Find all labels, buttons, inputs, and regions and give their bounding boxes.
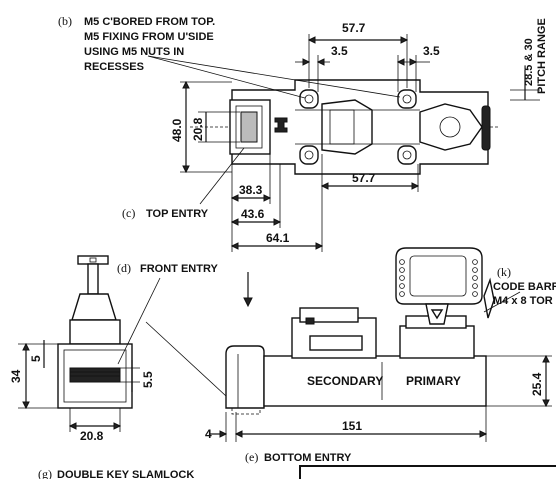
top-view bbox=[147, 34, 540, 252]
dim-top-width: 57.7 bbox=[342, 21, 366, 35]
label-b-line-2: M5 FIXING FROM U'SIDE bbox=[84, 31, 214, 43]
label-k-line-1: CODE BARRE bbox=[493, 281, 556, 293]
pitch-range-line-2: PITCH RANGE bbox=[536, 18, 548, 94]
side-view bbox=[210, 247, 552, 442]
front-view bbox=[18, 255, 227, 432]
label-e-marker: (e) bbox=[245, 450, 258, 464]
dim-38-3: 38.3 bbox=[239, 183, 263, 197]
label-g-text: DOUBLE KEY SLAMLOCK bbox=[57, 469, 194, 479]
dim-side-25-4: 25.4 bbox=[530, 372, 544, 396]
dim-64-1: 64.1 bbox=[266, 231, 290, 245]
dim-front-5-5: 5.5 bbox=[141, 371, 155, 388]
dim-height-48: 48.0 bbox=[170, 118, 184, 142]
dim-top-left-gap: 3.5 bbox=[331, 44, 348, 58]
label-b-marker: (b) bbox=[58, 14, 72, 28]
dim-top-right-gap: 3.5 bbox=[423, 44, 440, 58]
label-b-line-1: M5 C'BORED FROM TOP. bbox=[84, 16, 215, 28]
label-b-line-3: USING M5 NUTS IN bbox=[84, 46, 184, 58]
dim-43-6: 43.6 bbox=[241, 207, 265, 221]
dim-front-20-8: 20.8 bbox=[80, 429, 104, 443]
label-e-text: BOTTOM ENTRY bbox=[264, 452, 352, 464]
label-d-text: FRONT ENTRY bbox=[140, 263, 218, 275]
label-b-line-4: RECESSES bbox=[84, 61, 144, 73]
pitch-range-line-1: 28.5 & 30 bbox=[523, 38, 535, 86]
label-g-marker: (g) bbox=[38, 467, 52, 479]
dim-57-7-lower: 57.7 bbox=[352, 171, 376, 185]
label-c-text: TOP ENTRY bbox=[146, 208, 209, 220]
label-k-line-2: M4 x 8 TOR bbox=[493, 295, 553, 307]
block-label-secondary: SECONDARY bbox=[307, 374, 383, 388]
dim-side-151: 151 bbox=[342, 419, 362, 433]
dim-side-4: 4 bbox=[205, 427, 212, 441]
title-block-frame bbox=[299, 465, 556, 479]
dim-front-34: 34 bbox=[9, 369, 23, 383]
label-d-marker: (d) bbox=[117, 261, 131, 275]
label-c-marker: (c) bbox=[122, 206, 135, 220]
block-label-primary: PRIMARY bbox=[406, 374, 461, 388]
label-k-marker: (k) bbox=[497, 265, 511, 279]
dim-height-20-8: 20.8 bbox=[191, 117, 205, 141]
dim-front-5: 5 bbox=[29, 355, 43, 362]
